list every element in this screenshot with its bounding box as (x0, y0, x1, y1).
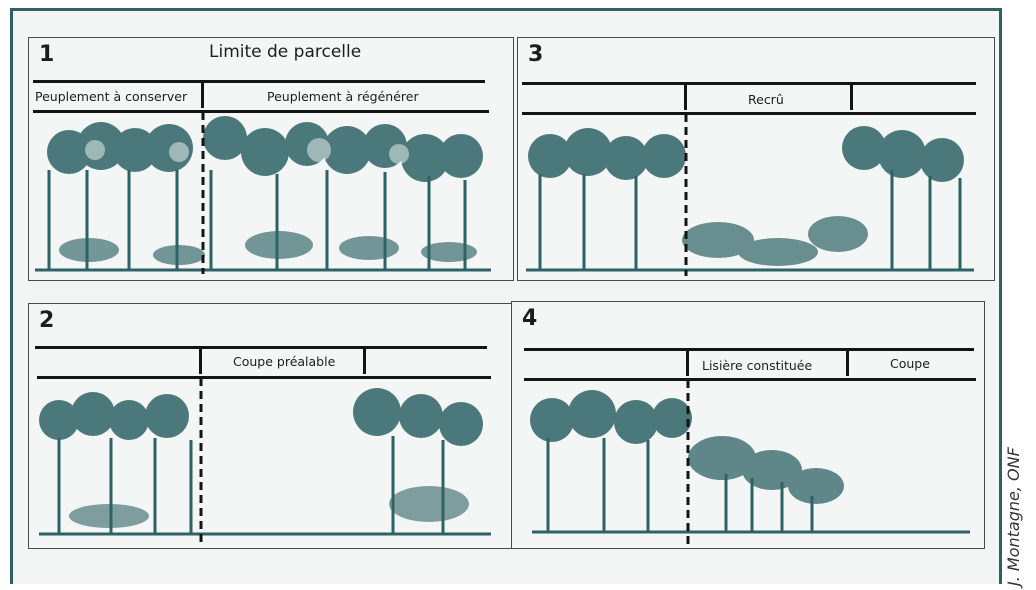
forest-scene (35, 112, 491, 274)
segment-label-coupe: Coupe (890, 356, 930, 371)
canopy-cluster (39, 388, 483, 446)
panel-number: 1 (39, 42, 55, 67)
panel-number: 2 (39, 308, 55, 333)
panel-1: 1 Limite de parcelle Peuplement à conser… (28, 37, 514, 281)
diagram-frame: 1 Limite de parcelle Peuplement à conser… (10, 8, 1002, 584)
panel-title: Limite de parcelle (209, 42, 362, 62)
segment-divider (363, 348, 366, 374)
segment-divider (686, 350, 689, 376)
panel-2: 2 Coupe préalable (28, 303, 514, 549)
canopy-cluster (528, 126, 964, 182)
segment-label-lisiere: Lisière constituée (702, 358, 813, 373)
tree-trunks (546, 438, 814, 532)
segment-label-conserve: Peuplement à conserver (35, 89, 188, 104)
panel-4: 4 Lisière constituée Coupe (511, 301, 985, 549)
bottom-bar (33, 110, 489, 113)
photo-credit: J. Montagne, ONF (1004, 447, 1023, 586)
segment-divider (684, 84, 687, 110)
bottom-bar (524, 378, 976, 381)
regrowth (682, 216, 868, 266)
edge-canopy (688, 436, 844, 504)
top-bar (522, 82, 976, 85)
top-bar (524, 348, 974, 351)
canopy-highlight (85, 138, 409, 164)
forest-scene (39, 378, 491, 544)
segment-label-regenerate: Peuplement à régénérer (267, 89, 419, 104)
segment-divider (850, 84, 853, 110)
bottom-bar (37, 376, 491, 379)
forest-scene (526, 114, 974, 276)
top-bar (33, 80, 485, 83)
segment-divider (199, 348, 202, 374)
segment-label-recru: Recrû (748, 92, 784, 107)
top-bar (35, 346, 487, 349)
panel-3: 3 Recrû (517, 37, 995, 281)
segment-label-coupe-prealable: Coupe préalable (233, 354, 336, 369)
panel-number: 3 (528, 42, 544, 67)
understory (69, 486, 469, 528)
segment-divider (201, 82, 204, 108)
forest-scene (530, 380, 970, 546)
understory (59, 231, 477, 265)
bottom-bar (522, 112, 976, 115)
segment-divider (846, 350, 849, 376)
tree-trunks (538, 170, 962, 270)
canopy-cluster (47, 116, 483, 182)
canopy-cluster (530, 390, 692, 444)
panel-number: 4 (522, 306, 538, 331)
